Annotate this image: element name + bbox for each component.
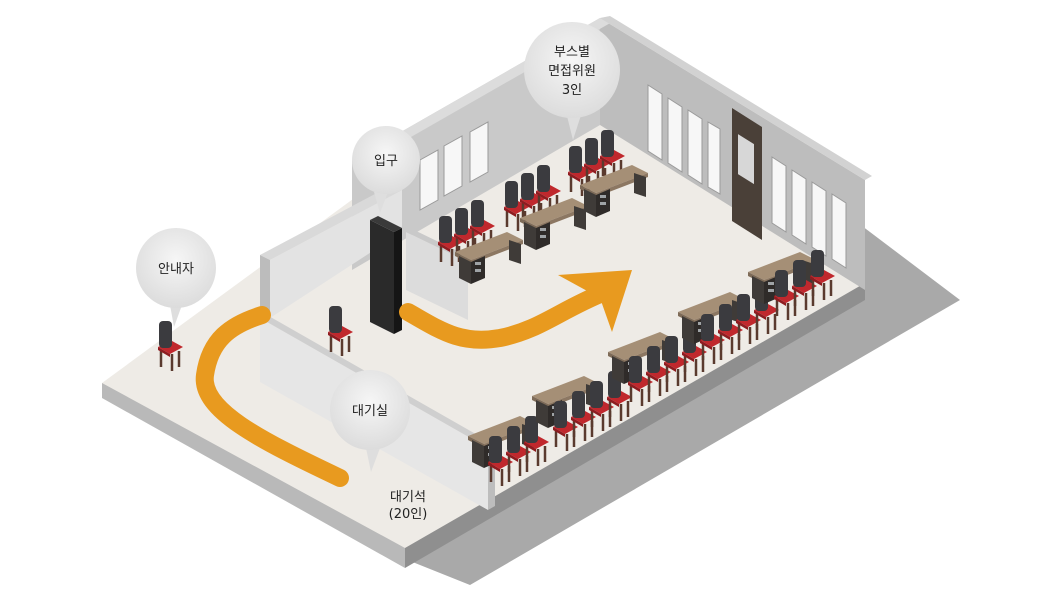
guide-label: 안내자: [158, 262, 194, 277]
speech-bubble-icon: 입구: [352, 126, 420, 213]
waiting-seats-label: 대기석 (20인): [368, 489, 448, 523]
partition-back: [260, 185, 402, 260]
floor-edge-right: [405, 283, 865, 568]
arrow-icon: [399, 283, 614, 349]
waiting-room-label: 대기실: [352, 404, 388, 419]
window-icon: [647, 84, 847, 269]
booth-divider: [406, 232, 468, 320]
partition-left-face: [270, 190, 402, 318]
floor-edge-left: [102, 383, 405, 568]
speech-bubble-icon: 부스별 면접위원 3인: [524, 22, 620, 140]
entrance-label: 입구: [374, 154, 398, 169]
partition-left: [260, 255, 270, 318]
booth-committee-line-2: 면접위원: [548, 64, 596, 79]
right-wall-top: [600, 16, 872, 180]
arrow-head-icon: [558, 270, 632, 332]
waiting-seats-label-line-2: (20인): [388, 507, 428, 522]
speech-bubble-icon: 대기실: [330, 370, 410, 472]
waiting-seats-label-line-1: 대기석: [390, 490, 426, 505]
window-icon: [419, 121, 489, 211]
arrow-icon: [195, 306, 349, 487]
booth-committee-line-1: 부스별: [554, 45, 590, 60]
entrance-pillar: [370, 216, 402, 232]
speech-bubble-icon: 안내자: [136, 228, 216, 327]
booth-committee-line-3: 3인: [562, 83, 582, 98]
